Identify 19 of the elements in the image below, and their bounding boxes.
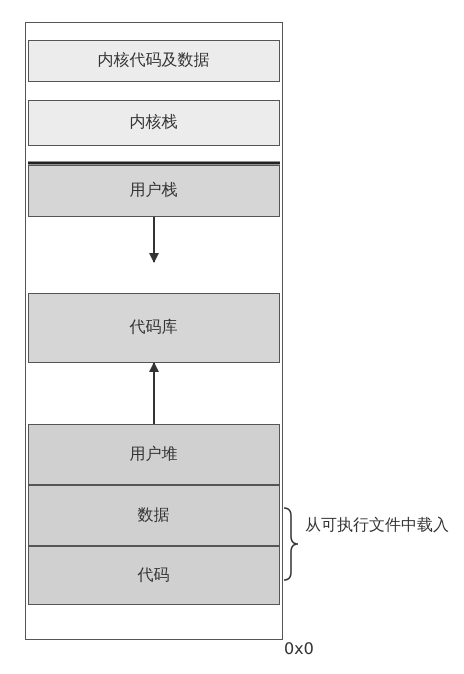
memory-segment — [28, 100, 280, 146]
note: 从可执行文件中载入 — [305, 514, 449, 536]
memory-segment — [28, 424, 280, 484]
segment-label: 代码 — [138, 564, 170, 586]
arrow — [149, 217, 159, 263]
segment-label: 用户堆 — [130, 444, 178, 464]
segment-label: 代码库 — [130, 317, 178, 338]
memory-column — [25, 22, 283, 640]
memory-segment — [28, 164, 280, 216]
memory-segment — [28, 292, 280, 362]
address-label: 0x0 — [284, 638, 314, 660]
segment-label: 内核栈 — [130, 112, 178, 133]
memory-segment — [28, 546, 280, 604]
arrow — [149, 362, 159, 424]
memory-segment — [28, 40, 280, 82]
segment-label: 用户栈 — [130, 180, 178, 201]
segment-label: 内核代码及数据 — [98, 50, 210, 71]
segment-label: 数据 — [138, 504, 170, 526]
memory-segment — [28, 484, 280, 546]
